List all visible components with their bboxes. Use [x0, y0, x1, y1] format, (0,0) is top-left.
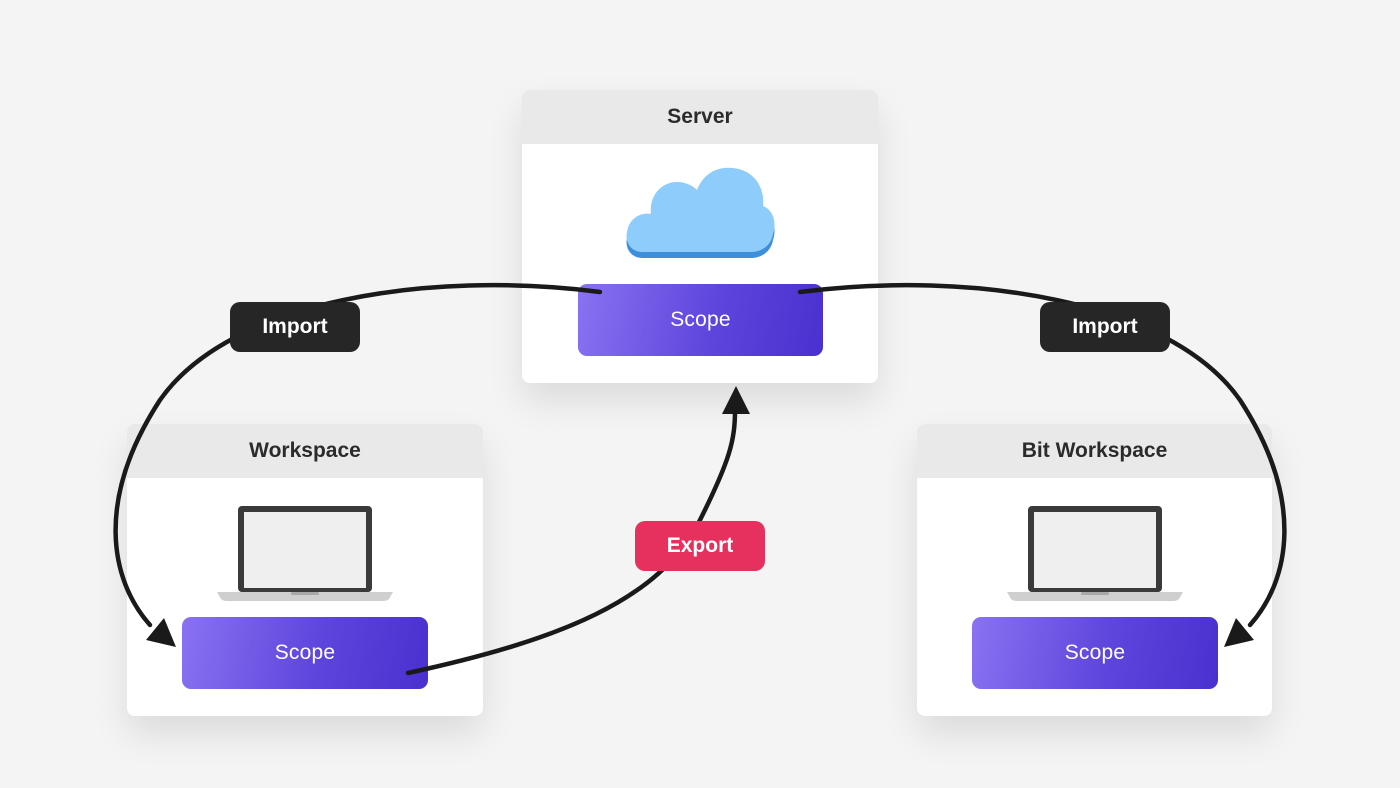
- export-label: Export: [635, 521, 765, 571]
- server-scope: Scope: [578, 284, 823, 356]
- import-label-right: Import: [1040, 302, 1170, 352]
- server-title: Server: [522, 90, 878, 144]
- cloud-icon: [626, 167, 775, 258]
- laptop-icon: [1007, 506, 1183, 601]
- export-arrowhead: [722, 386, 750, 414]
- import-label-left: Import: [230, 302, 360, 352]
- workspace-title: Workspace: [127, 424, 483, 478]
- workspace-scope: Scope: [182, 617, 428, 689]
- bit-workspace-title: Bit Workspace: [917, 424, 1272, 478]
- bit-workspace-scope: Scope: [972, 617, 1218, 689]
- laptop-icon: [217, 506, 393, 601]
